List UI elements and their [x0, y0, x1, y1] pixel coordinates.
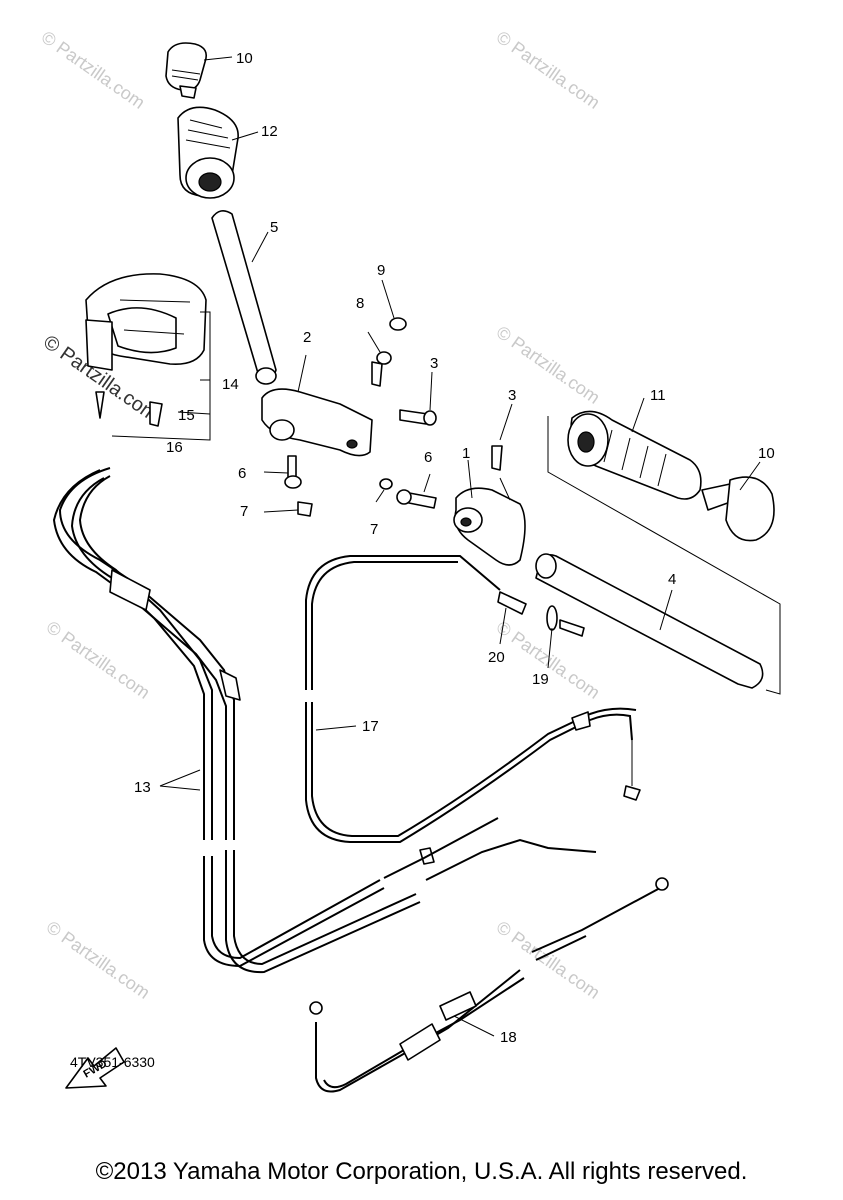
callout-label: 13 — [134, 779, 151, 796]
callout-label: 10 — [236, 50, 253, 67]
right-grip-assembly — [547, 397, 781, 695]
callout-label: 16 — [166, 439, 183, 456]
callout-label: 6 — [424, 449, 432, 466]
right-clamp — [375, 403, 526, 566]
cable-13 — [52, 467, 597, 974]
callout-label: 15 — [178, 407, 195, 424]
callout-label: 9 — [377, 262, 385, 279]
callout-label: 7 — [370, 521, 378, 538]
callout-label: 14 — [222, 376, 239, 393]
callout-label: 8 — [356, 295, 364, 312]
callout-label: 18 — [500, 1029, 517, 1046]
throttle-housing — [261, 354, 373, 457]
watermark: © Partzilla.com — [43, 917, 154, 1003]
watermark: © Partzilla.com — [493, 27, 604, 113]
callout-label: 11 — [650, 387, 666, 404]
watermark: © Partzilla.com — [43, 617, 154, 703]
callout-label: 7 — [240, 503, 248, 520]
callout-label: 12 — [261, 123, 278, 140]
grip-end-weight-top — [165, 42, 233, 99]
callout-layer: 10 12 5 9 8 2 3 14 15 16 3 11 10 1 6 6 7… — [134, 50, 775, 1046]
diagram-part-code: 4TV351-6330 — [70, 1054, 155, 1070]
cable-17 — [305, 555, 641, 843]
callout-label: 19 — [532, 671, 549, 688]
callout-label: 20 — [488, 649, 505, 666]
callout-label: 2 — [303, 329, 311, 346]
callout-label: 5 — [270, 219, 278, 236]
left-handlebar — [211, 210, 277, 385]
callout-label: 10 — [758, 445, 775, 462]
watermark: © Partzilla.com — [493, 617, 604, 703]
cable-18 — [309, 877, 669, 1093]
callout-label: 3 — [508, 387, 516, 404]
callout-label: 17 — [362, 718, 379, 735]
watermark: © Partzilla.com — [493, 917, 604, 1003]
callout-label: 4 — [668, 571, 676, 588]
callout-label: 6 — [238, 465, 246, 482]
throttle-grip — [177, 106, 259, 199]
copyright-notice: ©2013 Yamaha Motor Corporation, U.S.A. A… — [95, 1158, 748, 1185]
screw-set-left — [263, 279, 437, 517]
callout-label: 3 — [430, 355, 438, 372]
left-switch-housing — [85, 273, 211, 441]
fwd-arrow-icon: FWD — [65, 1047, 125, 1089]
callout-label: 1 — [462, 445, 470, 462]
right-handlebar — [535, 553, 764, 689]
cable-adjuster — [497, 591, 585, 669]
watermark: © Partzilla.com — [38, 27, 149, 113]
